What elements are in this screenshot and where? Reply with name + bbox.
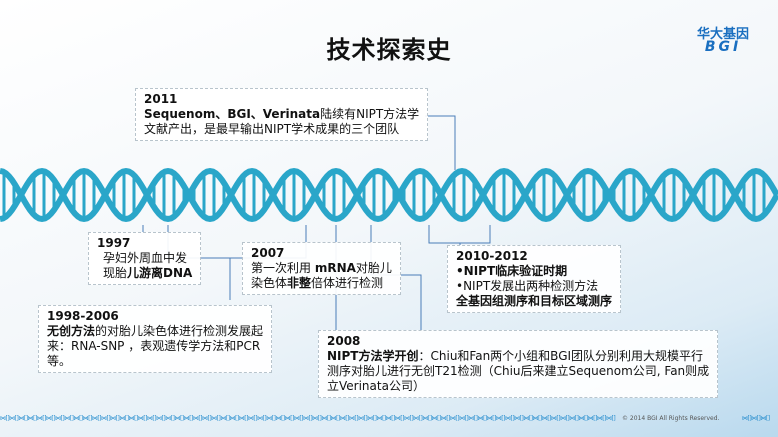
event-2007: 2007 第一次利用 mRNA对胎儿 染色体非整倍体进行检测 (242, 242, 401, 295)
event-text: 孕妇外周血中发 (103, 251, 188, 265)
event-year: 2008 (327, 334, 361, 348)
backbone-strand (0, 167, 778, 223)
footer-dna-pattern: ⋈[]⋈[]⋈[]⋈[]⋈[]⋈[]⋈[]⋈[]⋈[]⋈[]⋈[]⋈[]⋈[]⋈… (0, 415, 616, 422)
event-year: 1997 (97, 236, 131, 250)
event-2010-2012: 2010-2012 •NIPT临床验证时期 •NIPT发展出两种检测方法 全基因… (447, 245, 622, 313)
event-text: 染色体 (251, 276, 288, 290)
event-text: 的对胎儿染色体进行检测发展起 (95, 324, 264, 338)
event-text: 第一次利用 (251, 261, 315, 275)
event-text: 倍体进行检测 (311, 276, 384, 290)
bgi-logo: 华大基因 BGI (688, 27, 758, 55)
event-text: 测序对胎儿进行无创T21检测（Chiu后来建立Sequenom公司, Fan则成 (327, 364, 710, 378)
event-text: •NIPT发展出两种检测方法 (456, 279, 599, 293)
event-2008: 2008 NIPT方法学开创：Chiu和Fan两个小组和BGI团队分别利用大规模… (318, 330, 719, 398)
connector-bracket-b (428, 225, 491, 244)
event-1998-2006: 1998-2006 无创方法的对胎儿染色体进行检测发展起 来：RNA-SNP ，… (38, 305, 273, 373)
event-text: 等。 (47, 354, 72, 368)
dna-helix (0, 167, 778, 223)
footer-dna-pattern-right: ⋈[]⋈[]⋈[] (742, 415, 770, 422)
copyright: © 2014 BGI All Rights Reserved. (622, 415, 720, 422)
event-text: •NIPT临床验证时期 (456, 264, 568, 278)
event-text: ：Chiu和Fan两个小组和BGI团队分别利用大规模平行 (418, 349, 704, 363)
event-text: 立Verinata公司） (327, 379, 425, 393)
event-text: 现胎 (103, 266, 128, 280)
event-year: 1998-2006 (47, 309, 119, 323)
event-2011: 2011 Sequenom、BGI、Verinata陆续有NIPT方法学 文献产… (135, 88, 429, 141)
event-text: 非整 (287, 276, 312, 290)
event-text: 无创方法 (47, 324, 96, 338)
event-text: NIPT方法学开创 (327, 349, 419, 363)
backbone-strand (0, 167, 778, 223)
event-text: 对胎儿 (355, 261, 392, 275)
event-text: 儿游离DNA (127, 266, 193, 280)
event-year: 2011 (144, 92, 178, 106)
logo-en: BGI (704, 39, 742, 55)
event-text: 来：RNA-SNP ，表观遗传学方法和PCR (47, 339, 261, 353)
event-year: 2010-2012 (456, 249, 528, 263)
event-text: Sequenom、BGI、Verinata (144, 107, 321, 121)
event-text: 陆续有NIPT方法学 (320, 107, 420, 121)
event-1997: 1997 孕妇外周血中发 现胎儿游离DNA (88, 232, 202, 285)
logo-cn: 华大基因 (696, 27, 749, 42)
page-title: 技术探索史 (326, 36, 452, 64)
event-text: 全基因组测序和目标区域测序 (456, 294, 613, 308)
event-text: mRNA (314, 261, 356, 275)
connector-2011 (425, 115, 456, 170)
event-year: 2007 (251, 246, 285, 260)
event-text: 文献产出，是最早输出NIPT学术成果的三个团队 (144, 122, 400, 136)
